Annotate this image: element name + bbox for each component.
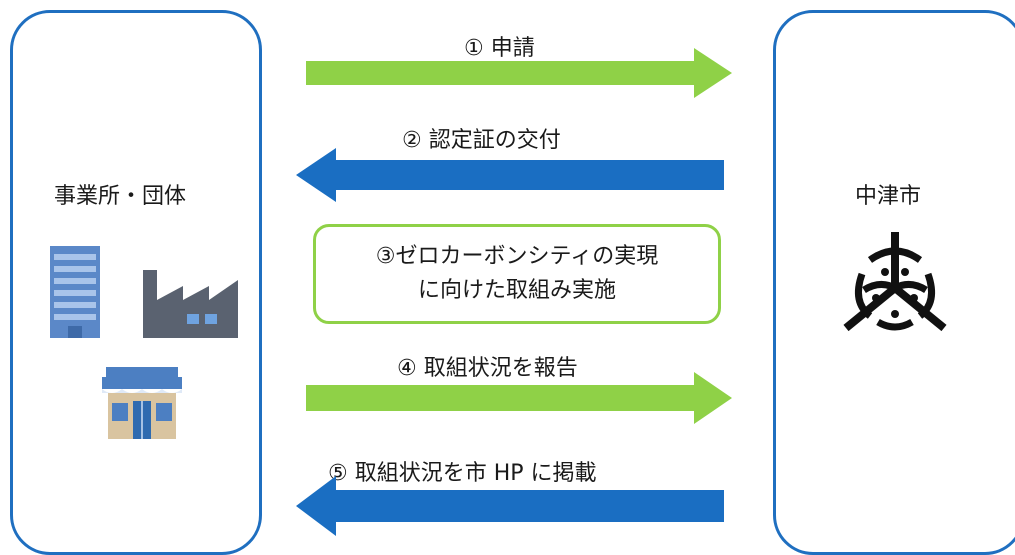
step-1-label: ① 申請 [464,36,535,61]
step-3-line-1: ③ゼロカーボンシティの実現 [375,244,659,269]
step-4-arrow [306,372,732,424]
factory-icon [143,270,238,338]
city-emblem-icon [843,232,947,332]
shop-icon [102,367,182,439]
step-4-label: ④ 取組状況を報告 [397,356,578,381]
step-2-arrow [296,148,724,202]
left-entity-label: 事業所・団体 [54,184,187,209]
step-2-label: ② 認定証の交付 [402,128,561,153]
step-5-label: ⑤ 取組状況を市 HP に掲載 [328,461,597,486]
step-5-arrow [296,476,724,536]
step-1-arrow [306,48,732,98]
step-3-box: ③ゼロカーボンシティの実現 に向けた取組み実施 [313,224,721,324]
step-3-line-2: に向けた取組み実施 [417,278,616,303]
office-building-icon [50,246,100,338]
right-entity-label: 中津市 [855,184,922,209]
